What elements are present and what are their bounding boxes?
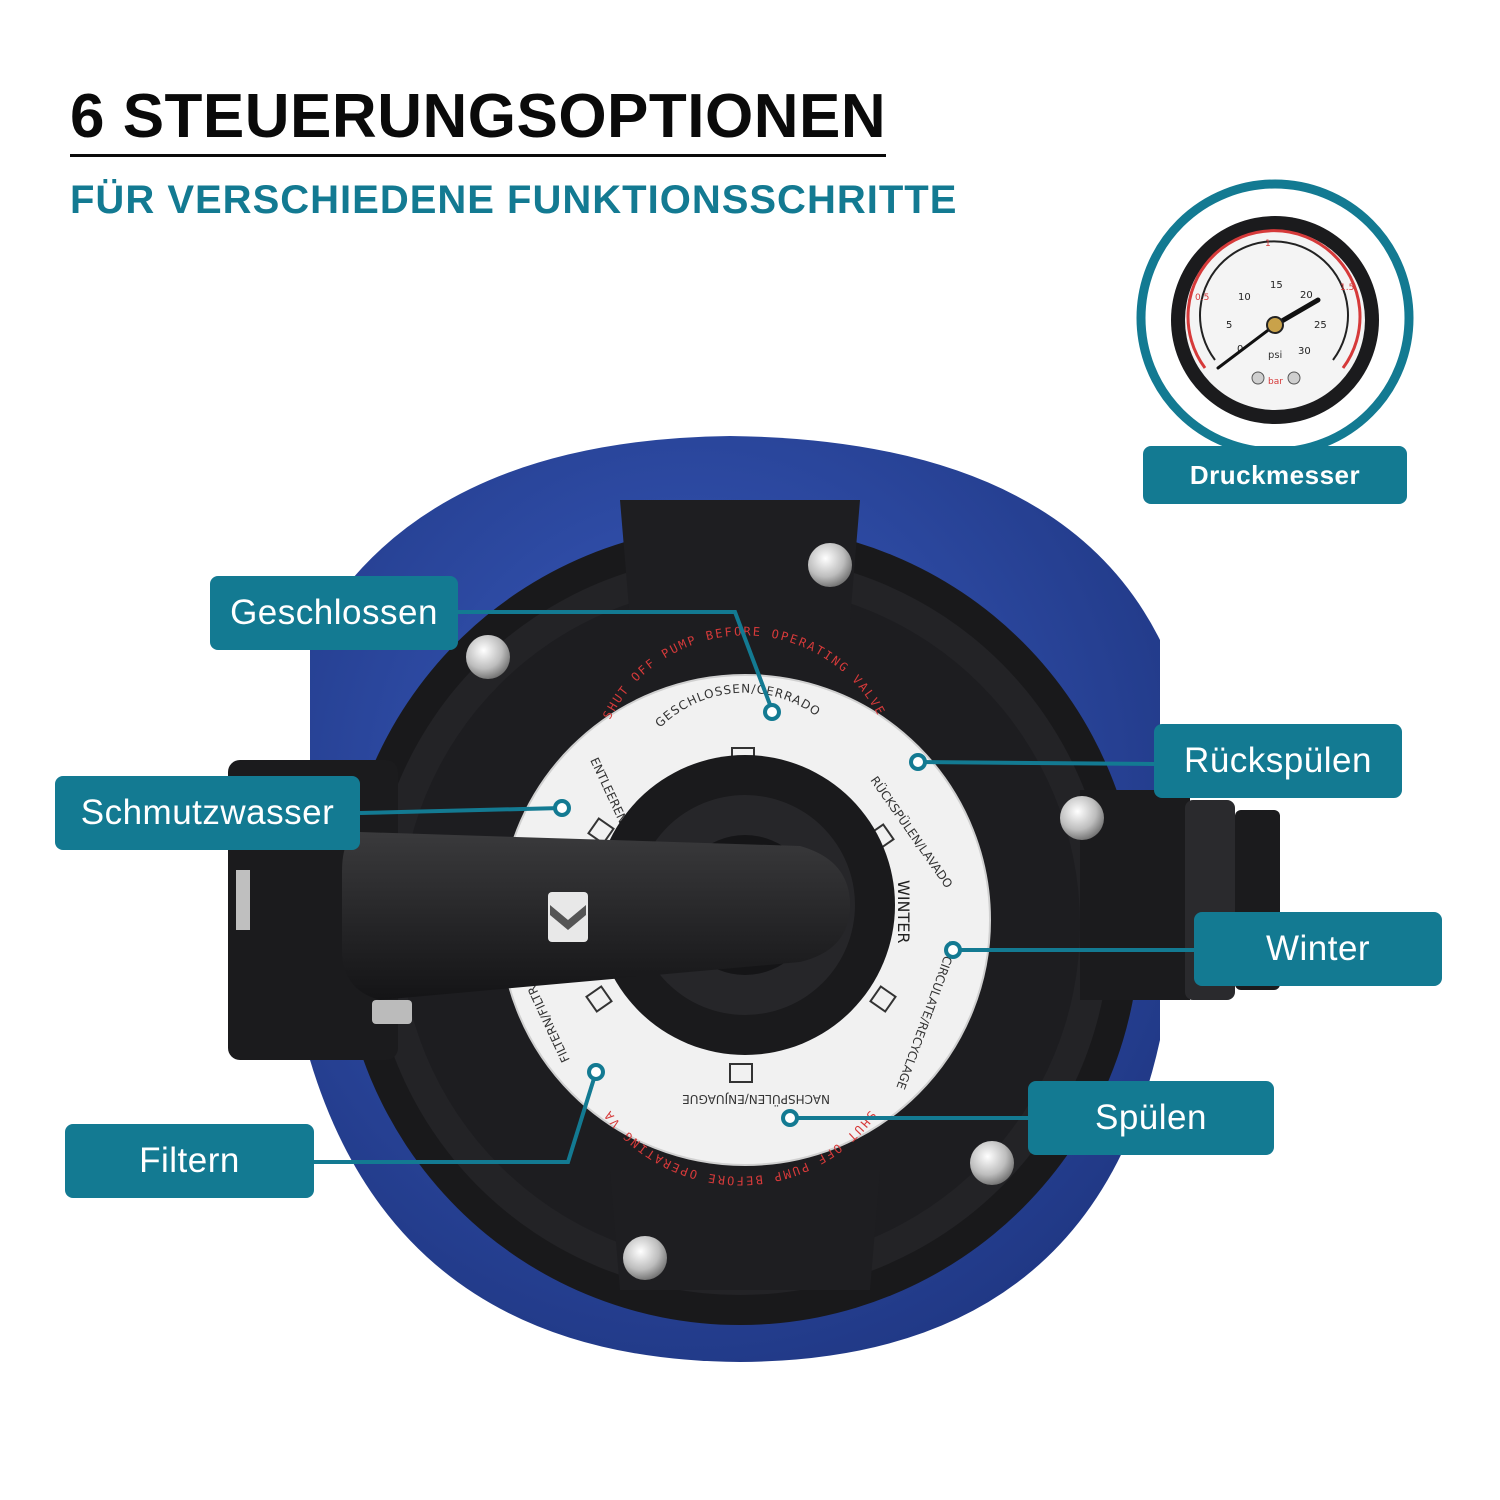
dot-winter [944,941,962,959]
screws [466,543,1104,1280]
leader-geschlossen [458,610,774,711]
leader-schmutzwasser [359,806,563,815]
label-druckmesser: Druckmesser [1143,446,1407,504]
label-geschlossen: Geschlossen [210,576,458,650]
svg-text:15: 15 [1270,280,1283,291]
label-winter: Winter [1194,912,1442,986]
label-schmutzwasser: Schmutzwasser [55,776,360,850]
gauge-psi-label: psi [1268,350,1282,361]
dot-schmutzwasser [553,799,571,817]
gauge-bar-label: bar [1268,377,1283,387]
label-spuelen: Spülen [1028,1081,1274,1155]
dot-filtern [587,1063,605,1081]
screw [1060,796,1104,840]
svg-text:25: 25 [1314,320,1327,331]
valve-lever[interactable] [342,832,850,1024]
screw [623,1236,667,1280]
svg-text:30: 30 [1298,346,1311,357]
page-subtitle: FÜR VERSCHIEDENE FUNKTIONSSCHRITTE [70,178,958,222]
dot-geschlossen [763,703,781,721]
callout-dots [553,703,962,1127]
pressure-gauge-inset: 0 5 10 15 20 25 30 0.5 1 1.5 psi bar [1136,179,1414,457]
gauge-psi-scale [1199,240,1349,361]
gauge-bar-tick-labels: 0.5 1 1.5 [1195,239,1354,303]
gauge-pivot [1266,316,1284,334]
svg-text:10: 10 [1238,292,1251,303]
callout-lines [314,610,1194,1164]
screw [466,635,510,679]
svg-text:1: 1 [1265,239,1271,249]
svg-text:20: 20 [1300,290,1313,301]
dot-spuelen [781,1109,799,1127]
leader-rueckspuelen [917,760,1155,766]
label-rueckspuelen: Rückspülen [1154,724,1402,798]
dial-rinse-text: NACHSPÜLEN/ENJUAGUE [682,1092,830,1108]
dial-winter-text: WINTER [894,880,913,944]
svg-text:5: 5 [1226,320,1232,331]
svg-text:0.5: 0.5 [1195,293,1209,303]
screw [970,1141,1014,1185]
svg-text:1.5: 1.5 [1340,283,1354,293]
screw [808,543,852,587]
leader-filtern [314,1071,598,1164]
gauge-bar-scale [1186,229,1362,369]
page-title: 6 STEUERUNGSOPTIONEN [70,86,887,157]
label-filtern: Filtern [65,1124,314,1198]
dot-rueckspuelen [909,753,927,771]
